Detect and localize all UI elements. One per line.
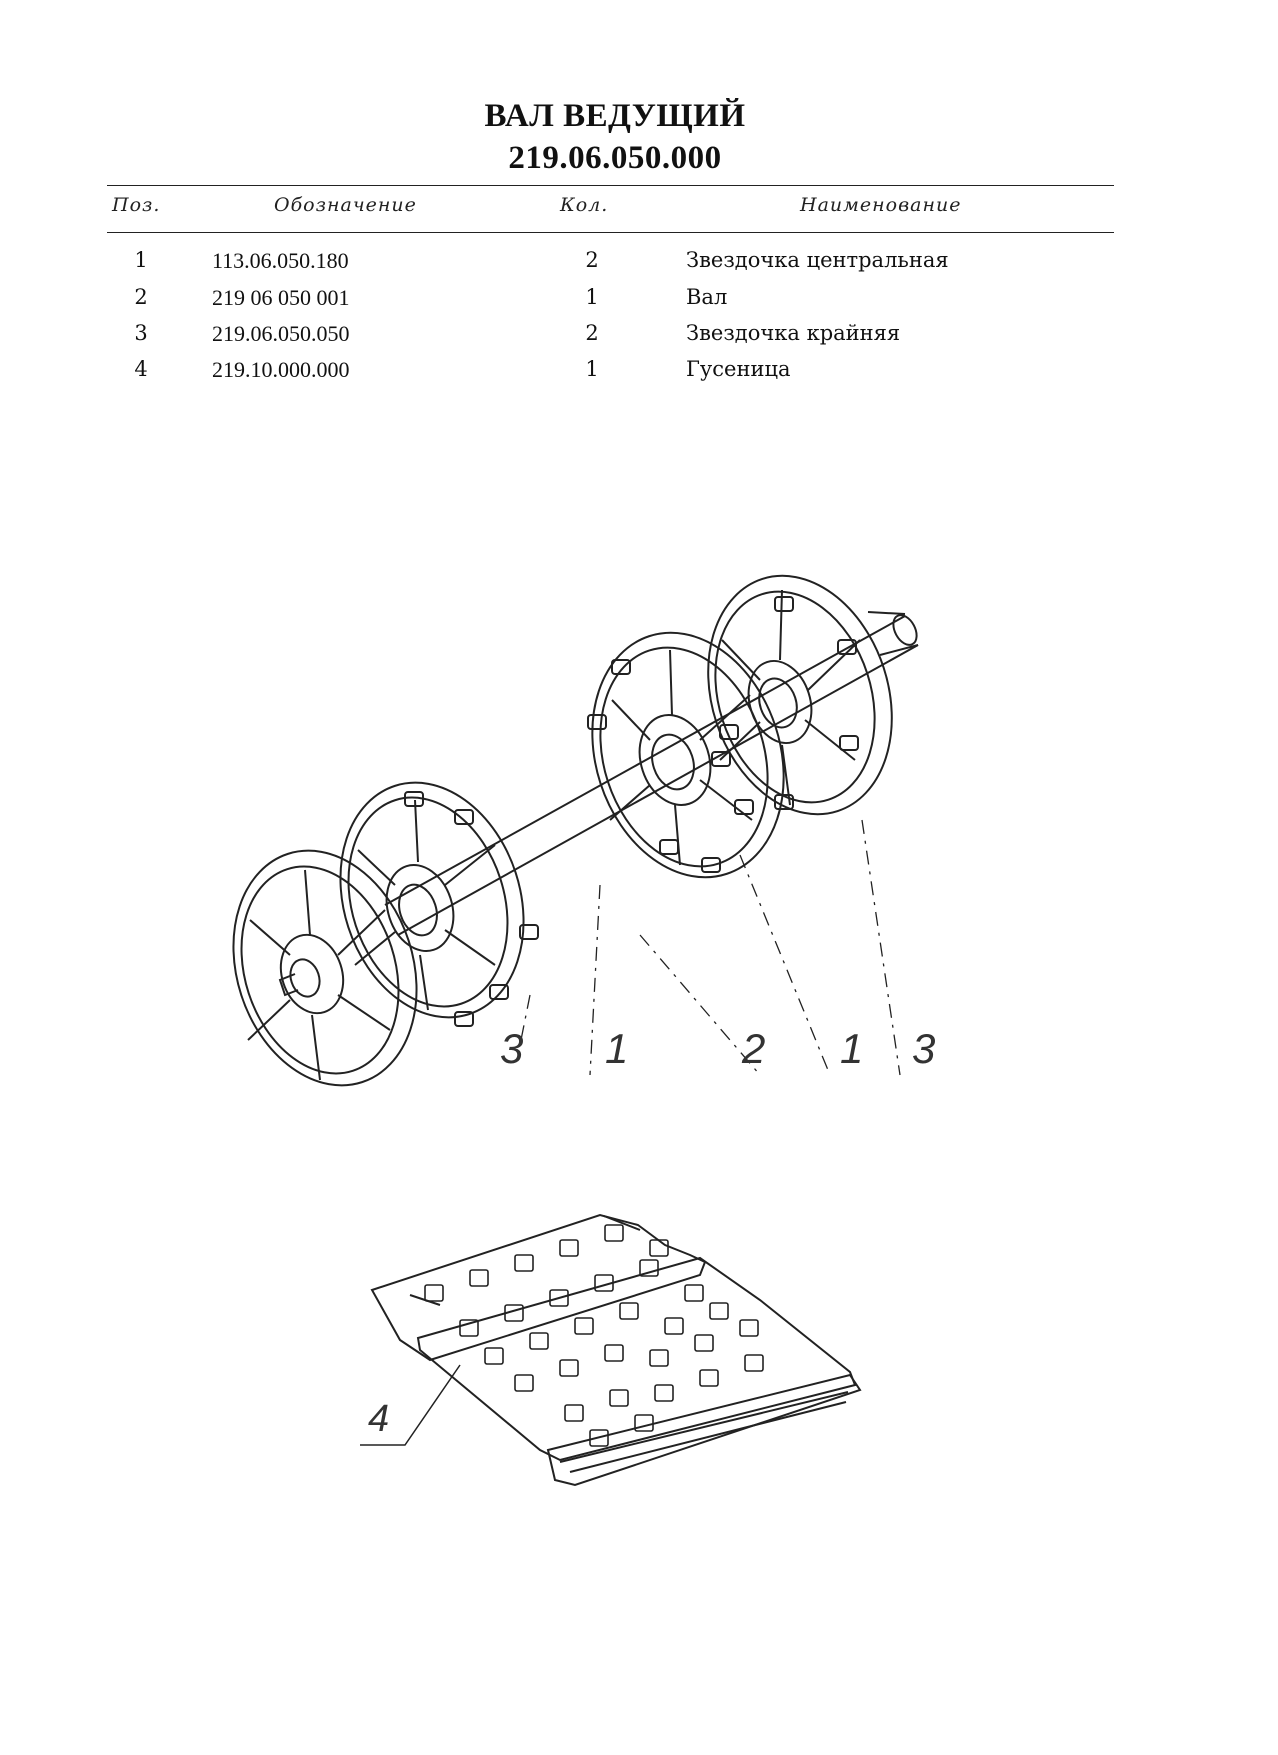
- sprocket-right-central: [587, 631, 785, 879]
- row-1-code: 113.06.050.180: [212, 248, 349, 273]
- track-belt-illustration: [370, 1213, 862, 1487]
- header-pos: Поз.: [112, 194, 161, 216]
- document-number: 219.06.050.000: [508, 140, 722, 176]
- callout-shaft-1-right: 1: [840, 1025, 864, 1072]
- row-3-code: 219.06.050.050: [212, 321, 350, 346]
- document-title: ВАЛ ВЕДУЩИЙ: [484, 98, 746, 134]
- row-3-qty: 2: [585, 321, 599, 345]
- row-4-qty: 1: [585, 357, 599, 381]
- header-qty: Кол.: [560, 194, 609, 216]
- row-4-pos: 4: [134, 357, 148, 381]
- row-1-pos: 1: [134, 248, 148, 272]
- row-3-pos: 3: [134, 321, 148, 345]
- table-top-rule: [107, 185, 1114, 186]
- callout-shaft-2: 2: [742, 1025, 766, 1072]
- row-2-code: 219 06 050 001: [212, 285, 350, 310]
- callout-shaft-3-left: 3: [500, 1025, 524, 1072]
- row-2-pos: 2: [134, 285, 148, 309]
- row-2-qty: 1: [585, 285, 599, 309]
- leader-lines: [519, 819, 901, 1076]
- sprocket-left-central: [339, 781, 539, 1027]
- track-lug-pattern: [424, 1224, 764, 1447]
- header-code: Обозначение: [274, 194, 417, 216]
- row-2-name: Вал: [686, 285, 728, 309]
- row-3-name: Звездочка крайняя: [686, 321, 901, 345]
- row-1-qty: 2: [585, 248, 599, 272]
- header-name: Наименование: [800, 194, 962, 216]
- table-header-rule: [107, 232, 1114, 233]
- sprocket-far-left: [232, 849, 418, 1087]
- row-4-code: 219.10.000.000: [212, 357, 350, 382]
- callout-track-4: 4: [368, 1398, 390, 1440]
- callout-shaft-3-right: 3: [912, 1025, 936, 1072]
- row-1-name: Звездочка центральная: [686, 248, 949, 272]
- callout-shaft-1-left: 1: [605, 1025, 629, 1072]
- shaft-illustration: [384, 611, 919, 936]
- row-4-name: Гусеница: [686, 357, 791, 381]
- track-leader: [360, 1364, 461, 1446]
